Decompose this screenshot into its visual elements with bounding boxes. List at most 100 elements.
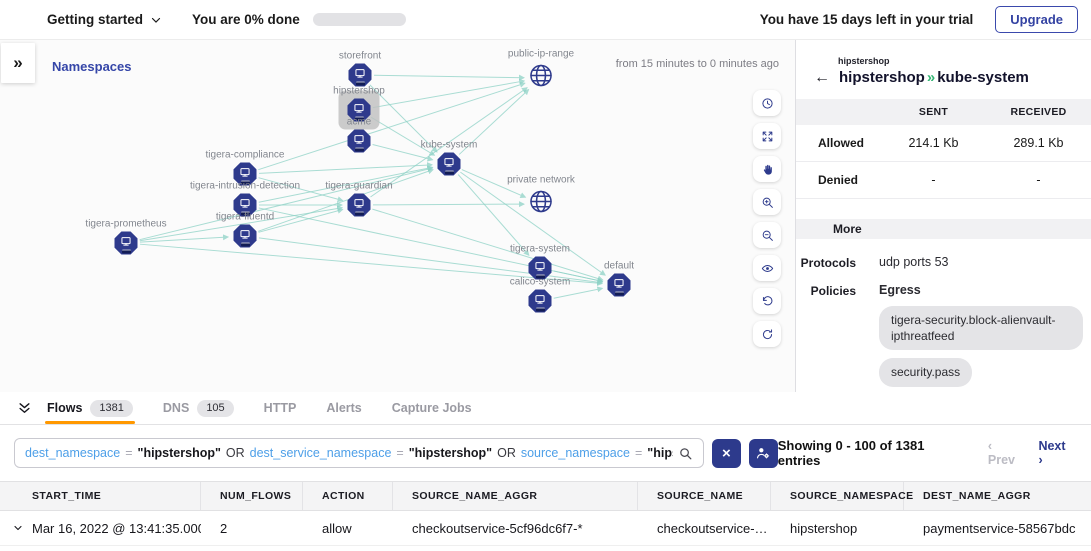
tab-count-badge: 105: [197, 399, 234, 417]
cell-value: hipstershop: [790, 520, 858, 536]
graph-node-tigera-compliance[interactable]: tigera-compliance: [206, 150, 284, 186]
row-expand-chevron-icon[interactable]: [12, 522, 24, 534]
graph-edge: [372, 201, 526, 208]
query-token: "hipstershop": [408, 446, 493, 460]
namespace-icon: [347, 98, 371, 122]
graph-time-range: from 15 minutes to 0 minutes ago: [615, 58, 779, 70]
cell-value: checkoutservice-5cf96dc6f7-*: [412, 520, 583, 536]
policy-chips: tigera-security.block-alienvault-ipthrea…: [879, 306, 1091, 392]
graph-node-storefront[interactable]: storefront: [339, 51, 381, 87]
tab-flows[interactable]: Flows 1381: [45, 392, 135, 424]
graph-node-tigera-system[interactable]: tigera-system: [510, 244, 570, 280]
getting-started-dropdown[interactable]: Getting started: [47, 12, 162, 27]
user-gear-icon: [757, 448, 770, 459]
globe-icon: [527, 188, 555, 221]
column-header-source_name[interactable]: SOURCE_NAME: [638, 482, 771, 510]
node-label: default: [603, 260, 635, 272]
tab-alerts[interactable]: Alerts: [326, 392, 361, 424]
tab-count-badge: 1381: [90, 399, 133, 417]
graph-node-default[interactable]: default: [604, 261, 634, 297]
graph-node-public-ip-range[interactable]: public-ip-range: [508, 49, 574, 95]
expand-sidebar-button[interactable]: »: [1, 43, 35, 83]
breadcrumb-separator: »: [926, 69, 936, 86]
policy-chip[interactable]: security.pass: [879, 358, 973, 387]
stats-col-header: SENT: [918, 106, 949, 118]
pan-icon: [761, 163, 774, 176]
node-label: tigera-intrusion-detection: [189, 180, 301, 192]
graph-node-tigera-fluentd[interactable]: tigera-fluentd: [216, 212, 274, 248]
graph-edge: [553, 270, 604, 284]
upgrade-button[interactable]: Upgrade: [995, 6, 1078, 33]
tab-dns[interactable]: DNS 105: [163, 392, 234, 424]
graph-edge: [370, 87, 528, 198]
node-label: storefront: [338, 50, 382, 62]
graph-node-hipstershop[interactable]: hipstershop: [333, 86, 385, 130]
tab-http[interactable]: HTTP: [264, 392, 297, 424]
cell-value: allow: [322, 520, 352, 536]
graph-toolbar-pan-button[interactable]: [753, 156, 781, 182]
graph-node-private-network[interactable]: private network: [507, 175, 575, 221]
column-header-num_flows[interactable]: NUM_FLOWS: [201, 482, 303, 510]
node-label: tigera-compliance: [205, 149, 285, 161]
details-panel: hipstershop ← hipstershop»kube-system SE…: [795, 40, 1091, 392]
column-header-source_name_aggr[interactable]: SOURCE_NAME_AGGR: [393, 482, 638, 510]
graph-node-calico-system[interactable]: calico-system: [510, 277, 570, 313]
graph-edge: [553, 286, 604, 299]
namespace-icon: [233, 193, 257, 217]
tab-label: Flows: [47, 401, 83, 415]
column-header-dest_name_aggr[interactable]: DEST_NAME_AGGR: [923, 490, 1031, 502]
refresh-icon: [761, 328, 774, 341]
graph-toolbar-zoom-in-button[interactable]: [753, 189, 781, 215]
graph-node-tigera-prometheus[interactable]: tigera-prometheus: [85, 219, 167, 255]
tab-label: DNS: [162, 401, 190, 415]
main-area: » Namespaces from 15 minutes to 0 minute…: [0, 40, 1091, 392]
namespace-icon: [233, 162, 257, 186]
graph-toolbar-fit-to-screen-button[interactable]: [753, 123, 781, 149]
prev-page-button[interactable]: ‹ Prev: [987, 439, 1015, 467]
node-label: tigera-system: [509, 243, 571, 255]
tab-capture-jobs[interactable]: Capture Jobs: [392, 392, 472, 424]
policy-chip[interactable]: tigera-security.block-alienvault-ipthrea…: [879, 306, 1083, 351]
namespace-icon: [347, 193, 371, 217]
namespace-icon: [437, 152, 461, 176]
graph-node-acme[interactable]: acme: [347, 117, 371, 153]
graph-toolbar-visibility-button[interactable]: [753, 255, 781, 281]
graph-edge: [258, 168, 434, 232]
graph-toolbar-zoom-out-button[interactable]: [753, 222, 781, 248]
double-chevron-right-icon: »: [13, 53, 23, 72]
graph-node-tigera-intrusion-detection[interactable]: tigera-intrusion-detection: [190, 181, 300, 217]
node-label: hipstershop: [333, 85, 385, 97]
graph-node-kube-system[interactable]: kube-system: [421, 140, 477, 176]
back-arrow-icon[interactable]: ←: [814, 68, 830, 86]
namespace-icon: [607, 273, 631, 297]
namespace-icon: [528, 256, 552, 280]
query-token: =: [125, 446, 133, 460]
stats-row: Denied--: [796, 162, 1091, 199]
graph-edge: [258, 81, 526, 171]
clear-filter-button[interactable]: ×: [712, 438, 741, 468]
user-settings-button[interactable]: [748, 438, 778, 468]
tab-label: Capture Jobs: [391, 401, 472, 415]
graph-toolbar-undo-button[interactable]: [753, 288, 781, 314]
graph-edge: [372, 143, 434, 162]
double-chevron-down-icon[interactable]: [16, 401, 33, 416]
column-header-start_time[interactable]: START_TIME: [0, 482, 201, 510]
graph-toolbar-time-range-button[interactable]: [753, 90, 781, 116]
progress-bar: [312, 13, 406, 26]
graph-toolbar-refresh-button[interactable]: [753, 321, 781, 347]
node-label: public-ip-range: [507, 48, 575, 60]
column-header-action[interactable]: ACTION: [303, 482, 393, 510]
graph-node-tigera-guardian[interactable]: tigera-guardian: [325, 181, 393, 217]
column-header-source_namespace[interactable]: SOURCE_NAMESPACE: [771, 482, 913, 510]
trial-days-text: You have 15 days left in your trial: [759, 12, 974, 27]
search-icon[interactable]: [678, 446, 693, 461]
undo-icon: [761, 295, 774, 308]
more-section-header: More: [796, 219, 1091, 239]
next-page-button[interactable]: Next ›: [1038, 439, 1066, 467]
